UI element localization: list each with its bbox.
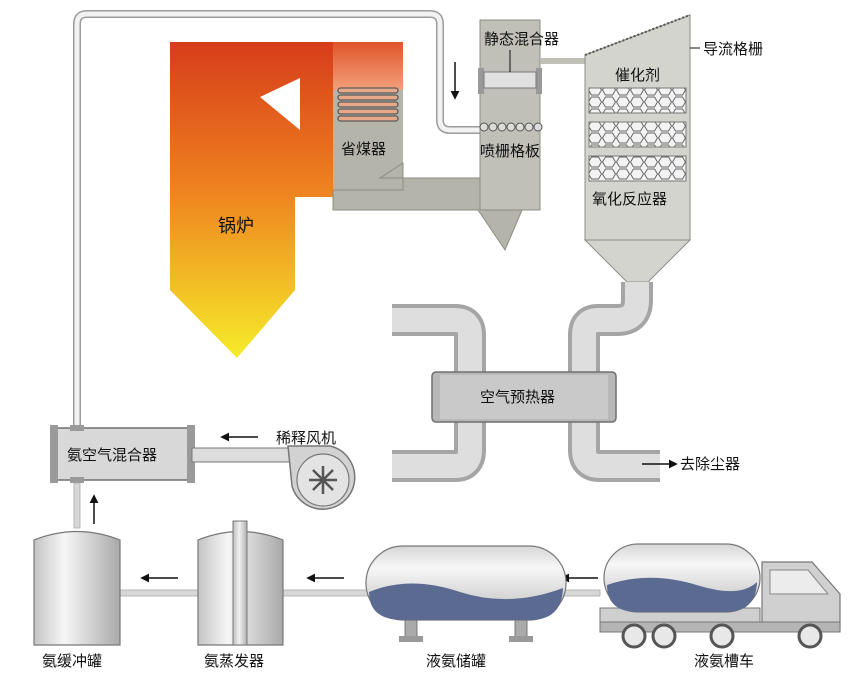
liquid-ammonia-storage-label: 液氨储罐 — [426, 652, 486, 670]
economizer — [333, 42, 403, 190]
dilution-fan — [287, 445, 356, 510]
static-mixer — [478, 50, 542, 94]
ammonia-evaporator — [197, 520, 284, 646]
injection-grid-label: 喷栅格板 — [480, 142, 540, 160]
injection-grid — [479, 122, 543, 132]
air-preheater-piping — [392, 282, 660, 482]
boiler-label: 锅炉 — [218, 216, 254, 237]
to-dust-collector-label: 去除尘器 — [680, 455, 740, 473]
dilution-air-duct — [191, 447, 293, 463]
catalyst-label: 催化剂 — [615, 66, 660, 84]
boiler — [170, 42, 335, 358]
ammonia-supply-pipe — [73, 10, 480, 430]
oxidation-reactor — [583, 14, 692, 283]
reactor-label: 氧化反应器 — [592, 190, 667, 208]
guide-grid-label: 导流格栅 — [703, 40, 763, 58]
economizer-label: 省煤器 — [341, 140, 386, 158]
liquid-ammonia-truck-label: 液氨槽车 — [694, 652, 754, 670]
liquid-ammonia-storage-tank — [365, 545, 567, 642]
fan-icon — [309, 466, 337, 494]
static-mixer-label: 静态混合器 — [484, 30, 559, 48]
ammonia-buffer-tank — [33, 530, 121, 646]
air-preheater — [431, 371, 617, 423]
ammonia-buffer-tank-label: 氨缓冲罐 — [42, 652, 102, 670]
ammonia-evaporator-label: 氨蒸发器 — [204, 652, 264, 670]
liquid-ammonia-truck — [599, 543, 841, 649]
ammonia-air-mixer-label: 氨空气混合器 — [67, 446, 157, 464]
dilution-fan-label: 稀释风机 — [276, 429, 336, 447]
air-preheater-label: 空气预热器 — [480, 388, 555, 406]
